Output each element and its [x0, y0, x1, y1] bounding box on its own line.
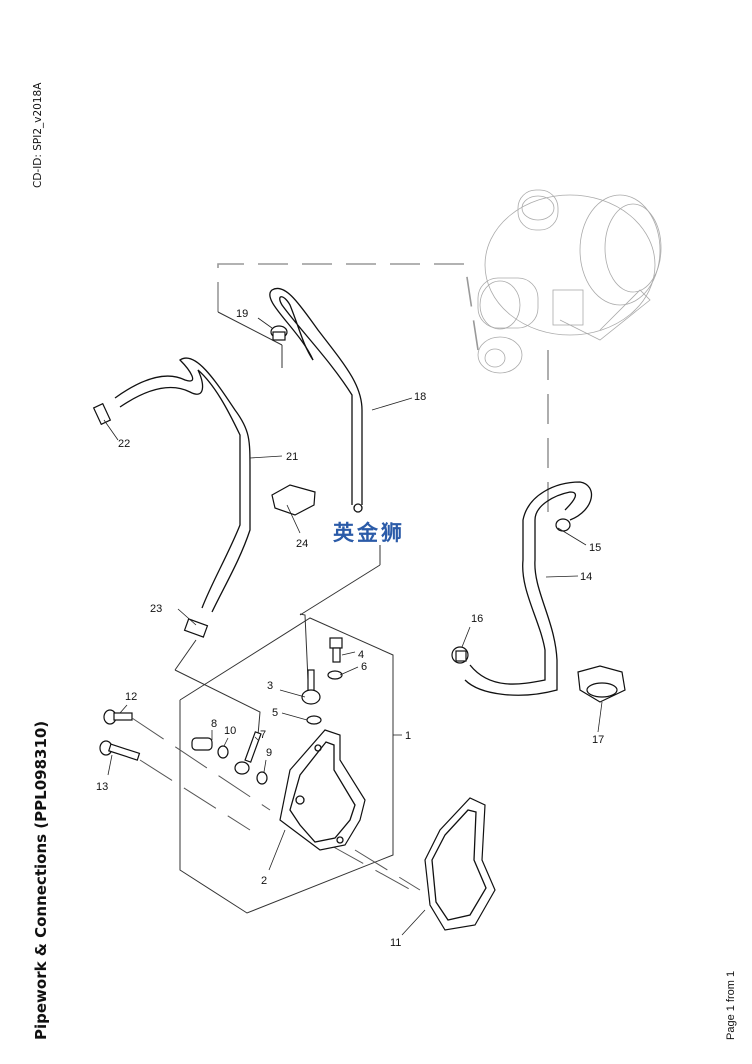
- bracket-clip-24: [271, 484, 316, 516]
- callout-11: 11: [390, 937, 401, 949]
- callout-labels: 19 18 21 22 24 23 15 14 16 17 4 6 3 5 1 …: [96, 308, 604, 949]
- callout-3: 3: [267, 680, 273, 692]
- hose-21: [114, 357, 251, 613]
- callout-19: 19: [236, 308, 248, 320]
- banjo-pipe-3: [301, 669, 321, 705]
- hose-18: [269, 287, 363, 513]
- callout-5: 5: [272, 707, 278, 719]
- pump-housing-2: [279, 729, 366, 851]
- callout-6: 6: [361, 661, 367, 673]
- hose-14: [464, 481, 593, 696]
- callout-4: 4: [358, 649, 364, 661]
- hose-clip-16: [451, 646, 469, 664]
- bolt-13: [99, 740, 141, 761]
- callout-15: 15: [589, 542, 601, 554]
- callout-16: 16: [471, 613, 483, 625]
- connection-leader-lines: [217, 263, 549, 520]
- callout-21: 21: [286, 451, 298, 463]
- washer-10: [217, 745, 229, 759]
- callout-12: 12: [125, 691, 137, 703]
- callout-7: 7: [260, 729, 266, 741]
- turbocharger-illustration: [477, 189, 662, 374]
- sleeve-23: [183, 618, 209, 638]
- watermark: 英金狮: [333, 522, 405, 545]
- callout-17: 17: [592, 734, 604, 746]
- banjo-pipe-7: [234, 731, 262, 775]
- callout-2: 2: [261, 875, 267, 887]
- hose-clip-19: [270, 325, 288, 341]
- banjo-bolt-8: [191, 737, 213, 751]
- sleeve-22: [92, 402, 112, 426]
- gasket-11: [424, 797, 496, 931]
- hose-clip-15: [555, 518, 571, 532]
- callout-18: 18: [414, 391, 426, 403]
- bolt-12: [103, 709, 133, 725]
- bracket-clip-17: [577, 665, 626, 703]
- washer-6: [327, 670, 343, 680]
- callout-9: 9: [266, 747, 272, 759]
- callout-leaders: [103, 317, 603, 936]
- washer-9: [256, 771, 268, 785]
- callout-8: 8: [211, 718, 217, 730]
- callout-1: 1: [405, 730, 411, 742]
- washer-5: [306, 715, 322, 725]
- callout-22: 22: [118, 438, 130, 450]
- callout-13: 13: [96, 781, 108, 793]
- callout-10: 10: [224, 725, 236, 737]
- callout-24: 24: [296, 538, 308, 550]
- bolt-4: [329, 637, 343, 663]
- callout-23: 23: [150, 603, 162, 615]
- group-bracket-1: [179, 617, 394, 914]
- callout-14: 14: [580, 571, 592, 583]
